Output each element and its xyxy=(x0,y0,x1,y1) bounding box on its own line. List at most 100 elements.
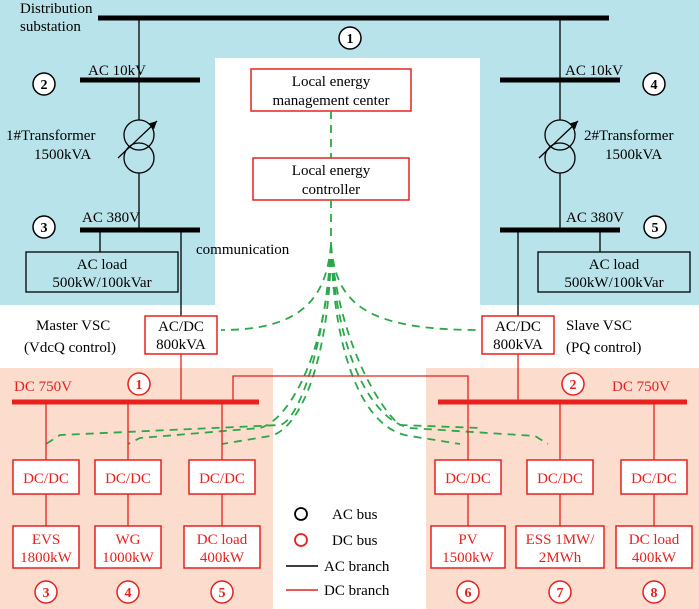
ac-load-left-line1: AC load xyxy=(77,257,128,273)
device-dc-load-right-box xyxy=(615,525,693,569)
ac-bus-number: 3 xyxy=(41,221,48,236)
slave-vsc-box-line2: 800kVA xyxy=(493,337,543,353)
slave-vsc-box-line1: AC/DC xyxy=(495,319,541,335)
dcdc-converter-6-label: DC/DC xyxy=(445,471,491,487)
ac-380v-label-left: AC 380V xyxy=(82,210,140,226)
device-ess-box xyxy=(515,525,605,569)
node-number: 4 xyxy=(125,586,132,601)
device-evs-line1: EVS xyxy=(32,532,60,548)
dcdc-converter-5-label: DC/DC xyxy=(199,471,245,487)
dc-right-feeders xyxy=(467,402,655,526)
node-number: 8 xyxy=(651,586,658,601)
legend: AC bus DC bus AC branch DC branch xyxy=(286,507,390,599)
dcdc-converter-7-label: DC/DC xyxy=(537,471,583,487)
energy-controller-line2: controller xyxy=(302,182,360,198)
node-number: 7 xyxy=(557,586,564,601)
ac-load-left-line2: 500kW/100kVar xyxy=(52,275,151,291)
device-pv-box xyxy=(430,525,506,569)
ac-bus-marker-1: 1 xyxy=(338,26,362,50)
node-number: 3 xyxy=(43,586,50,601)
ac-bus-marker-4: 4 xyxy=(642,72,666,96)
slave-vsc-caption-line1: Slave VSC xyxy=(566,318,632,334)
node-marker-6: 6 xyxy=(456,580,480,604)
master-vsc-caption-line1: Master VSC xyxy=(36,318,110,334)
legend-ac-bus-label: AC bus xyxy=(332,507,378,523)
dc-left-feeders xyxy=(45,402,223,526)
master-vsc-box xyxy=(144,315,218,355)
substation-title-line2: substation xyxy=(20,19,81,35)
node-number: 6 xyxy=(465,586,472,601)
legend-ac-branch-label: AC branch xyxy=(324,559,390,575)
node-number: 5 xyxy=(219,586,226,601)
dcdc-converter-7 xyxy=(526,459,594,495)
dcdc-converter-3-label: DC/DC xyxy=(23,471,69,487)
ac-load-right-line1: AC load xyxy=(589,257,640,273)
transformer-right-label-line1: 2#Transformer xyxy=(584,128,673,144)
energy-controller-line1: Local energy xyxy=(292,163,371,179)
legend-dc-bus-label: DC bus xyxy=(332,533,378,549)
ac-bus-number: 1 xyxy=(347,32,354,47)
device-wg-line1: WG xyxy=(116,532,141,548)
energy-management-center-box xyxy=(250,68,412,112)
communication-label: communication xyxy=(196,242,290,258)
ac-bus-number: 2 xyxy=(41,78,48,93)
node-marker-7: 7 xyxy=(548,580,572,604)
device-dc-load-right-line2: 400kW xyxy=(632,550,677,566)
ac-bus-number: 5 xyxy=(652,221,659,236)
node-marker-5: 5 xyxy=(210,580,234,604)
device-ess-line2: 2MWh xyxy=(539,550,582,566)
dc-tie-line xyxy=(232,375,469,402)
transformer-left-label-line1: 1#Transformer xyxy=(6,128,95,144)
slave-vsc-caption-line2: (PQ control) xyxy=(566,340,641,356)
ac-load-right-line2: 500kW/100kVar xyxy=(564,275,663,291)
legend-ac-bus-icon xyxy=(294,507,308,521)
device-evs-box xyxy=(12,525,80,569)
master-vsc-caption-line2: (VdcQ control) xyxy=(24,340,116,356)
device-evs-line2: 1800kW xyxy=(20,550,73,566)
ac-10kv-label-left: AC 10kV xyxy=(88,63,146,79)
dc-bus-number: 1 xyxy=(136,378,143,393)
ac-load-left-box xyxy=(25,251,179,293)
ac-bus-marker-2: 2 xyxy=(32,72,56,96)
dcdc-converter-8-label: DC/DC xyxy=(631,471,677,487)
device-dc-load-left-line2: 400kW xyxy=(200,550,245,566)
ac-bus-marker-5: 5 xyxy=(643,215,667,239)
ac-380v-label-right: AC 380V xyxy=(566,210,624,226)
dcdc-converter-4-label: DC/DC xyxy=(105,471,151,487)
device-wg-line2: 1000kW xyxy=(102,550,155,566)
transformer-left-label-line2: 1500kVA xyxy=(34,147,91,163)
communication-links xyxy=(45,200,549,445)
dc-bus-number: 2 xyxy=(570,378,577,393)
energy-management-center-line1: Local energy xyxy=(292,74,371,90)
dcdc-converter-8 xyxy=(620,459,688,495)
dc-bus-left-label: DC 750V xyxy=(14,379,72,395)
device-ess-line1: ESS 1MW/ xyxy=(526,532,596,548)
ac-bus-number: 4 xyxy=(651,78,658,93)
device-dc-load-right-line1: DC load xyxy=(629,532,680,548)
dcdc-converter-4 xyxy=(94,459,162,495)
dcdc-converter-5 xyxy=(188,459,256,495)
node-marker-3: 3 xyxy=(34,580,58,604)
dcdc-converter-3 xyxy=(12,459,80,495)
dc-bus-marker-2: 2 xyxy=(561,372,585,396)
ac-bus-marker-3: 3 xyxy=(32,215,56,239)
device-pv-line2: 1500kW xyxy=(442,550,495,566)
dc-bus-marker-1: 1 xyxy=(127,372,151,396)
device-pv-line1: PV xyxy=(458,532,477,548)
node-marker-8: 8 xyxy=(642,580,666,604)
transformer-right-label-line2: 1500kVA xyxy=(605,147,662,163)
master-vsc-box-line1: AC/DC xyxy=(158,319,204,335)
dc-bus-right-label: DC 750V xyxy=(612,379,670,395)
ac-load-right-box xyxy=(537,251,691,293)
device-wg-box xyxy=(94,525,162,569)
device-dc-load-left-box xyxy=(183,525,261,569)
device-dc-load-left-line1: DC load xyxy=(197,532,248,548)
node-marker-4: 4 xyxy=(116,580,140,604)
ac-10kv-label-right: AC 10kV xyxy=(565,63,623,79)
energy-management-center-line2: management center xyxy=(272,93,389,109)
dcdc-converter-6 xyxy=(434,459,502,495)
master-vsc-box-line2: 800kVA xyxy=(156,337,206,353)
legend-dc-branch-label: DC branch xyxy=(324,583,390,599)
legend-dc-bus-icon xyxy=(294,533,308,547)
